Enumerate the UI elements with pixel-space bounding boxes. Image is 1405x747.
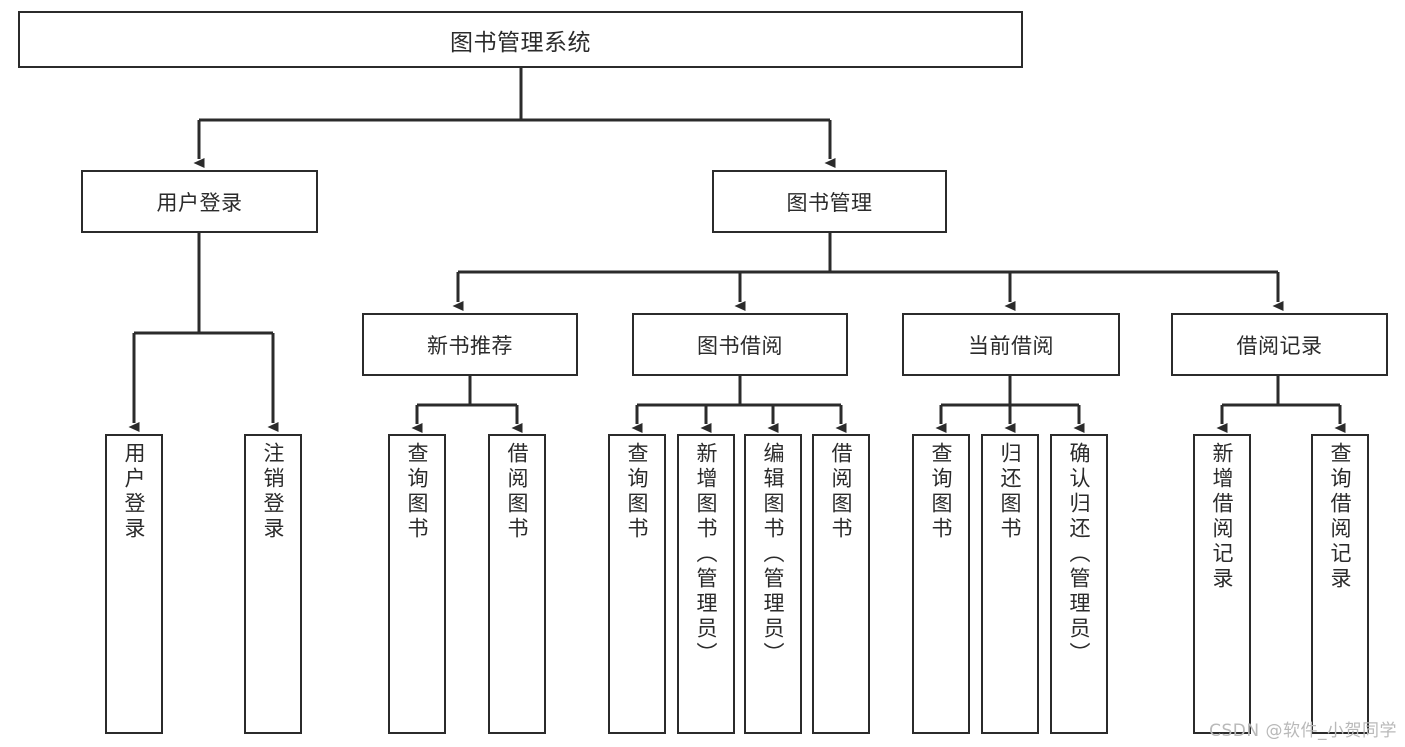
node-leaf-user-login[interactable]: 用户登录 — [105, 434, 163, 734]
node-leaf-add-record[interactable]: 新增借阅记录 — [1193, 434, 1251, 734]
node-current-borrow-label: 当前借阅 — [968, 333, 1054, 358]
node-leaf-add-book-label: 新增图书（管理员） — [694, 442, 719, 667]
node-leaf-edit-book-label: 编辑图书（管理员） — [761, 442, 786, 667]
node-book-borrow-label: 图书借阅 — [697, 333, 783, 358]
node-leaf-query-book-1[interactable]: 查询图书 — [388, 434, 446, 734]
node-new-book-recommend-label: 新书推荐 — [427, 333, 513, 358]
node-user-login-label: 用户登录 — [156, 190, 243, 215]
node-leaf-user-logout-label: 注销登录 — [261, 442, 286, 542]
node-leaf-query-record[interactable]: 查询借阅记录 — [1311, 434, 1369, 734]
node-borrow-record[interactable]: 借阅记录 — [1171, 313, 1388, 376]
node-book-borrow[interactable]: 图书借阅 — [632, 313, 848, 376]
node-user-login[interactable]: 用户登录 — [81, 170, 318, 233]
node-leaf-return-book-label: 归还图书 — [998, 442, 1023, 542]
node-leaf-confirm-return-label: 确认归还（管理员） — [1067, 442, 1092, 667]
node-new-book-recommend[interactable]: 新书推荐 — [362, 313, 578, 376]
node-leaf-borrow-book-2-label: 借阅图书 — [829, 442, 854, 542]
node-leaf-edit-book[interactable]: 编辑图书（管理员） — [744, 434, 802, 734]
node-leaf-borrow-book-2[interactable]: 借阅图书 — [812, 434, 870, 734]
node-leaf-query-record-label: 查询借阅记录 — [1328, 442, 1353, 592]
node-leaf-add-record-label: 新增借阅记录 — [1210, 442, 1235, 592]
node-borrow-record-label: 借阅记录 — [1236, 333, 1323, 358]
node-root[interactable]: 图书管理系统 — [18, 11, 1023, 68]
node-leaf-borrow-book-1[interactable]: 借阅图书 — [488, 434, 546, 734]
node-leaf-confirm-return[interactable]: 确认归还（管理员） — [1050, 434, 1108, 734]
node-leaf-return-book[interactable]: 归还图书 — [981, 434, 1039, 734]
node-leaf-query-book-3-label: 查询图书 — [929, 442, 954, 542]
node-leaf-add-book[interactable]: 新增图书（管理员） — [677, 434, 735, 734]
node-book-management[interactable]: 图书管理 — [712, 170, 947, 233]
node-leaf-query-book-1-label: 查询图书 — [405, 442, 430, 542]
node-leaf-user-login-label: 用户登录 — [122, 442, 147, 542]
watermark: CSDN @软件_小贺同学 — [1209, 721, 1397, 741]
node-book-management-label: 图书管理 — [786, 190, 873, 215]
node-current-borrow[interactable]: 当前借阅 — [902, 313, 1120, 376]
node-leaf-user-logout[interactable]: 注销登录 — [244, 434, 302, 734]
node-leaf-query-book-3[interactable]: 查询图书 — [912, 434, 970, 734]
node-leaf-query-book-2[interactable]: 查询图书 — [608, 434, 666, 734]
node-leaf-query-book-2-label: 查询图书 — [625, 442, 650, 542]
node-leaf-borrow-book-1-label: 借阅图书 — [505, 442, 530, 542]
node-root-label: 图书管理系统 — [450, 29, 591, 56]
